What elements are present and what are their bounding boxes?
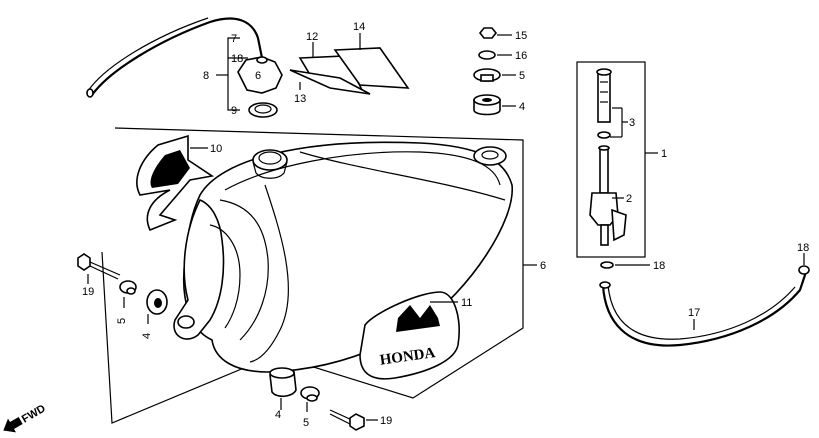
- label-5-top: 5: [519, 70, 525, 82]
- clip-18-valve: [600, 261, 614, 269]
- label-12: 12: [306, 31, 318, 43]
- label-19-bottom: 19: [380, 415, 392, 427]
- label-15: 15: [515, 30, 527, 42]
- collar-5-bottom: [300, 386, 320, 402]
- label-4-left: 4: [141, 333, 153, 339]
- bolt-19-left: [77, 253, 121, 280]
- fuel-valve: [589, 145, 627, 246]
- fuel-strainer: [596, 68, 612, 123]
- fuel-cap: 6: [237, 56, 283, 94]
- tank-callout-frame: [101, 127, 524, 424]
- label-13: 13: [294, 93, 306, 105]
- tank-marks: [289, 47, 410, 95]
- forward-arrow-icon: [3, 417, 23, 433]
- rubber-4-left: [146, 289, 168, 315]
- label-5-left: 5: [116, 318, 128, 324]
- label-16: 16: [515, 50, 527, 62]
- label-6-tank: 6: [540, 260, 546, 272]
- label-3: 3: [629, 117, 635, 129]
- valve-o-ring: [597, 131, 611, 139]
- rubber-4-bottom: [269, 367, 297, 398]
- label-14: 14: [353, 21, 365, 33]
- nut-15: [478, 27, 498, 39]
- label-18-cap: 18: [231, 53, 243, 65]
- honda-emblem: HONDA: [359, 291, 460, 380]
- label-7: 7: [231, 33, 237, 45]
- label-1: 1: [661, 148, 667, 160]
- label-11: 11: [461, 297, 472, 309]
- label-4-bottom: 4: [275, 409, 281, 421]
- clip-18-tube: [798, 265, 810, 275]
- breather-tube: [86, 17, 264, 98]
- label-9: 9: [231, 105, 237, 117]
- label-19-left: 19: [82, 286, 94, 298]
- washer-16: [478, 50, 496, 60]
- label-2: 2: [626, 193, 632, 205]
- label-17: 17: [688, 307, 700, 319]
- label-5-bottom: 5: [303, 417, 309, 429]
- label-10: 10: [210, 143, 222, 155]
- label-8: 8: [203, 70, 209, 82]
- forward-direction-indicator: FWD: [3, 403, 48, 433]
- label-18-valve: 18: [653, 260, 665, 272]
- collar-5-left: [119, 280, 137, 295]
- tank-stripe-decal: [136, 134, 215, 232]
- label-18-tube: 18: [797, 242, 809, 254]
- fuel-tube: [599, 271, 808, 347]
- emblem-text: HONDA: [379, 345, 437, 369]
- bolt-19-bottom: [329, 409, 365, 431]
- valve-callout-frame: [576, 61, 646, 258]
- label-4-top: 4: [519, 101, 525, 113]
- label-6-cap: 6: [255, 70, 261, 82]
- fuel-tank: [173, 141, 513, 373]
- rubber-4-top: [473, 94, 501, 116]
- collar-5-top: [473, 68, 501, 82]
- fwd-label: FWD: [20, 403, 48, 426]
